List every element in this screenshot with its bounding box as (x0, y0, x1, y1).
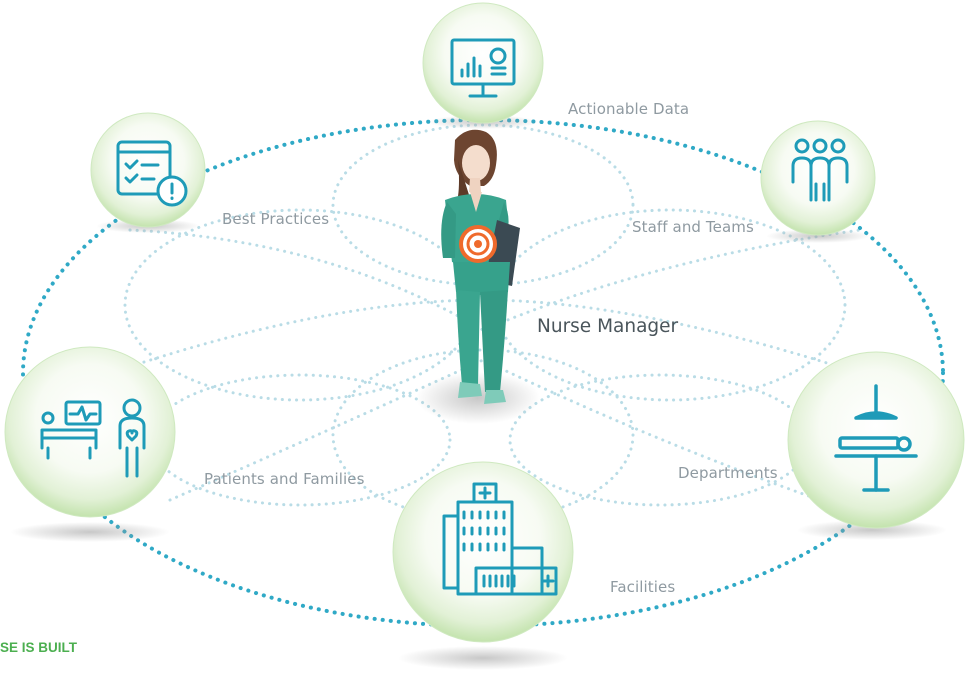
hospital-building-icon (442, 482, 558, 596)
label-patients-and-families: Patients and Families (204, 470, 365, 488)
dashboard-monitor-icon (450, 38, 516, 98)
label-staff-and-teams: Staff and Teams (632, 218, 754, 236)
checklist-alert-icon (116, 140, 188, 207)
label-departments: Departments (678, 464, 778, 482)
nurse-shadow (416, 372, 540, 424)
sphere-patients-and-families (4, 346, 176, 542)
operating-table-icon (834, 384, 918, 492)
label-best-practices: Best Practices (222, 210, 330, 228)
sphere-facilities (392, 461, 574, 670)
sphere-actionable-data (422, 2, 544, 129)
center-label: Nurse Manager (537, 316, 679, 337)
footer-caption: SE IS BUILT (0, 640, 78, 655)
label-facilities: Facilities (610, 578, 676, 596)
sphere-staff-and-teams (760, 120, 876, 243)
sphere-best-practices (90, 112, 206, 233)
nurse-manager-figure (441, 129, 520, 404)
patient-bed-family-icon (40, 398, 146, 478)
people-group-icon (791, 138, 849, 202)
label-actionable-data: Actionable Data (568, 100, 690, 118)
sphere-departments (787, 351, 965, 540)
